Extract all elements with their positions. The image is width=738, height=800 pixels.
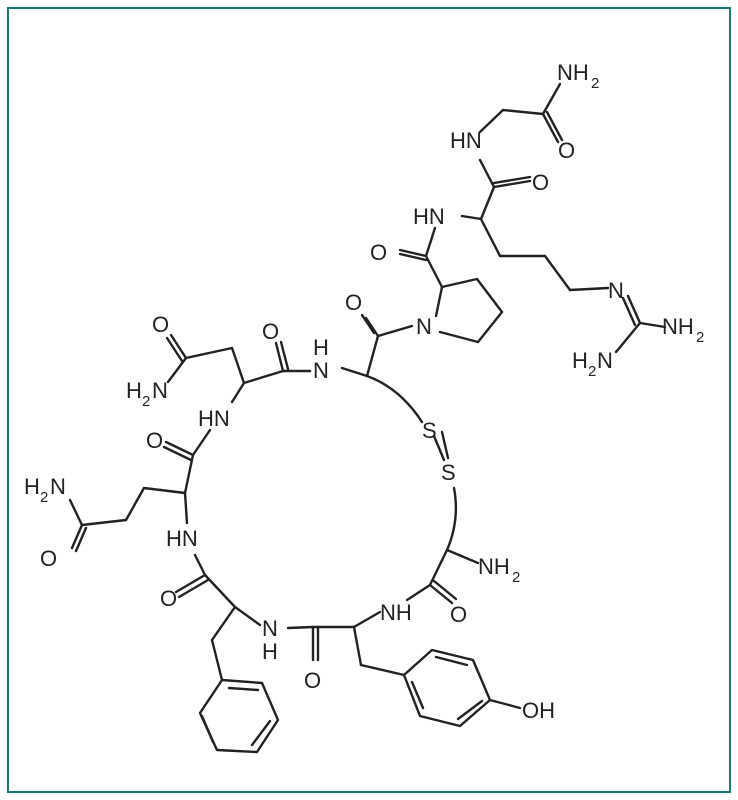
- svg-text:N: N: [50, 474, 66, 499]
- pro-region: [360, 226, 504, 378]
- label-nh-top-h: H: [313, 335, 329, 360]
- label-nh2-cys6: NH: [478, 554, 510, 579]
- label-n-pro: N: [416, 314, 432, 339]
- label-nh2-guan-left: H: [572, 348, 588, 373]
- svg-text:N: N: [597, 348, 613, 373]
- label-o-arg: O: [532, 170, 549, 195]
- gly-region: [478, 82, 564, 144]
- label-o-pro: O: [370, 240, 387, 265]
- gln-side-chain: [68, 486, 187, 553]
- label-o-asn-bb: O: [262, 319, 279, 344]
- svg-text:2: 2: [588, 363, 596, 380]
- svg-text:2: 2: [591, 75, 599, 92]
- label-nh-phe-h: H: [262, 639, 278, 664]
- label-o-ile: O: [160, 586, 177, 611]
- label-o-phe: O: [304, 668, 321, 693]
- label-o-gly: O: [558, 138, 575, 163]
- label-o-gln-bb: O: [146, 428, 163, 453]
- label-nh2-asn: H: [126, 378, 142, 403]
- svg-text:2: 2: [696, 329, 704, 346]
- frame-border: [7, 7, 731, 793]
- label-nh-tyr: NH: [380, 600, 412, 625]
- label-nh-phe-n: N: [262, 616, 278, 641]
- svg-text:2: 2: [40, 489, 48, 506]
- label-o-asn-side: O: [152, 312, 169, 337]
- atom-labels: NH 2 HN O O HN O N NH 2 H 2 N O N O O H …: [24, 60, 704, 723]
- macrocycle-bonds: [183, 366, 458, 630]
- label-hn-gln: HN: [166, 526, 198, 551]
- label-o-tyr: O: [450, 602, 467, 627]
- label-s-top: S: [422, 418, 437, 443]
- label-hn-asn: HN: [198, 406, 230, 431]
- label-nh2-gln: H: [24, 474, 40, 499]
- label-nh2-guan-right: NH: [662, 314, 694, 339]
- label-o-cys1: O: [345, 290, 362, 315]
- label-n-guan: N: [608, 278, 624, 303]
- label-hn-arg: HN: [413, 204, 445, 229]
- disulfide-bond: [432, 434, 446, 462]
- label-hn-gly: HN: [450, 128, 482, 153]
- asn-side-chain: [165, 333, 246, 385]
- svg-text:2: 2: [142, 393, 150, 410]
- label-nh2-gly: NH: [557, 60, 589, 85]
- arg-region: [460, 158, 667, 354]
- tyr-side-chain: [352, 625, 522, 728]
- label-oh: OH: [522, 698, 555, 723]
- label-o-gln-side: O: [40, 546, 57, 571]
- label-s-bottom: S: [441, 460, 456, 485]
- svg-text:2: 2: [512, 569, 520, 586]
- svg-text:N: N: [152, 378, 168, 403]
- phe-side-chain: [198, 605, 280, 754]
- label-nh-top-n: N: [313, 358, 329, 383]
- ring-carbonyls: [162, 340, 480, 662]
